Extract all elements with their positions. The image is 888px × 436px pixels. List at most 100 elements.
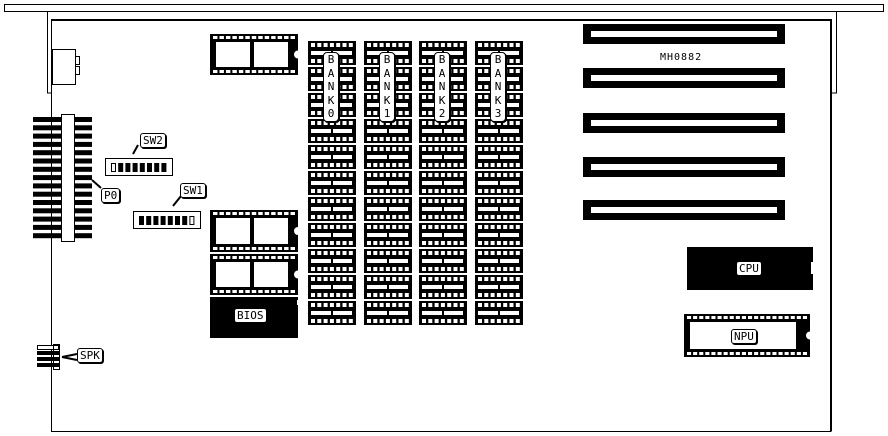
simm-pin bbox=[503, 277, 508, 281]
simm-pin bbox=[311, 277, 315, 281]
simm-pin bbox=[509, 199, 514, 203]
sw1-dip-switch bbox=[133, 211, 201, 229]
simm-pin bbox=[509, 147, 514, 151]
simm-pin bbox=[367, 95, 371, 99]
socket-pin bbox=[264, 256, 270, 259]
simm-pin bbox=[478, 95, 482, 99]
simm-pin bbox=[434, 277, 439, 281]
socket-pin bbox=[290, 212, 295, 215]
simm-pin bbox=[503, 215, 508, 219]
simm-pin bbox=[490, 199, 495, 203]
simm-pin bbox=[379, 241, 384, 245]
socket-pin bbox=[258, 70, 263, 73]
socket-pin bbox=[784, 316, 789, 319]
socket-pin bbox=[225, 36, 231, 39]
simm-pin bbox=[503, 189, 508, 193]
simm-pin bbox=[428, 303, 433, 307]
simm-pin bbox=[392, 277, 397, 281]
spk-pin bbox=[37, 363, 59, 367]
simm-pin bbox=[503, 121, 508, 125]
simm-pin bbox=[404, 85, 409, 89]
simm-pin bbox=[509, 137, 514, 141]
socket-pin bbox=[741, 352, 746, 355]
simm-cell bbox=[422, 259, 442, 263]
simm-pin bbox=[392, 267, 397, 271]
simm-pin bbox=[336, 199, 341, 203]
socket-pin bbox=[760, 352, 765, 355]
simm-cell bbox=[311, 311, 331, 315]
simm-pin bbox=[385, 137, 390, 141]
simm-pin bbox=[317, 293, 322, 297]
simm-pin bbox=[398, 199, 403, 203]
simm-pin bbox=[342, 215, 347, 219]
simm-pin bbox=[336, 43, 341, 47]
chip-notch bbox=[294, 227, 302, 235]
simm-cell bbox=[478, 155, 498, 159]
dip-toggle-open bbox=[189, 216, 195, 225]
simm-pin bbox=[459, 277, 464, 281]
simm-pin bbox=[317, 319, 322, 323]
simm-pin bbox=[317, 147, 322, 151]
simm-cell bbox=[422, 77, 442, 81]
simm-pin bbox=[496, 241, 501, 245]
simm-pin bbox=[398, 225, 403, 229]
socket-pin bbox=[284, 70, 289, 73]
simm-pin bbox=[336, 277, 341, 281]
simm-pin bbox=[398, 111, 403, 115]
simm-pin bbox=[329, 251, 334, 255]
simm-pin bbox=[459, 95, 464, 99]
memory-chip-low bbox=[210, 254, 302, 295]
simm-pin bbox=[311, 85, 315, 89]
simm-pin bbox=[385, 319, 390, 323]
socket-pin bbox=[219, 290, 224, 293]
simm-pin bbox=[478, 121, 482, 125]
socket-pin bbox=[735, 352, 740, 355]
dip-toggle bbox=[167, 216, 173, 225]
simm-pin bbox=[496, 267, 501, 271]
slot-opening bbox=[591, 164, 777, 170]
simm-cell bbox=[311, 181, 331, 185]
simm-pin bbox=[422, 319, 426, 323]
simm-pin bbox=[329, 173, 334, 177]
simm-cell bbox=[478, 51, 498, 55]
simm-pin bbox=[509, 277, 514, 281]
simm-pin bbox=[323, 189, 328, 193]
socket-pin bbox=[705, 316, 710, 319]
simm-pin bbox=[342, 293, 347, 297]
socket-pin bbox=[225, 290, 231, 293]
simm-cell bbox=[444, 51, 463, 55]
simm-pin bbox=[459, 173, 464, 177]
bios-label: BIOS bbox=[235, 309, 266, 322]
simm-pin bbox=[348, 225, 353, 229]
simm-pin bbox=[317, 189, 322, 193]
simm-pin bbox=[348, 251, 353, 255]
socket-pin bbox=[225, 256, 231, 259]
simm-pin bbox=[459, 69, 464, 73]
simm-pin bbox=[398, 163, 403, 167]
simm-pin bbox=[428, 267, 433, 271]
simm-pin bbox=[348, 293, 353, 297]
simm-pin bbox=[434, 267, 439, 271]
simm-pin bbox=[440, 137, 445, 141]
simm-pin bbox=[503, 147, 508, 151]
simm-pin bbox=[311, 173, 315, 177]
simm-pin bbox=[398, 59, 403, 63]
simm-pin bbox=[398, 69, 403, 73]
simm-cell bbox=[422, 181, 442, 185]
simm-pin bbox=[385, 147, 390, 151]
spk-housing bbox=[53, 344, 60, 370]
simm-pin bbox=[342, 319, 347, 323]
simm-pin bbox=[447, 137, 452, 141]
simm-pin bbox=[404, 189, 409, 193]
simm-pin bbox=[428, 121, 433, 125]
simm-pin bbox=[367, 303, 371, 307]
connector-pin bbox=[75, 56, 80, 65]
simm-pin bbox=[317, 163, 322, 167]
slot-opening bbox=[591, 75, 777, 81]
simm-pin bbox=[434, 303, 439, 307]
simm-pin bbox=[404, 163, 409, 167]
simm-pin bbox=[428, 43, 433, 47]
simm-cell bbox=[500, 311, 519, 315]
board-edge bbox=[51, 19, 832, 431]
simm-pin bbox=[459, 147, 464, 151]
